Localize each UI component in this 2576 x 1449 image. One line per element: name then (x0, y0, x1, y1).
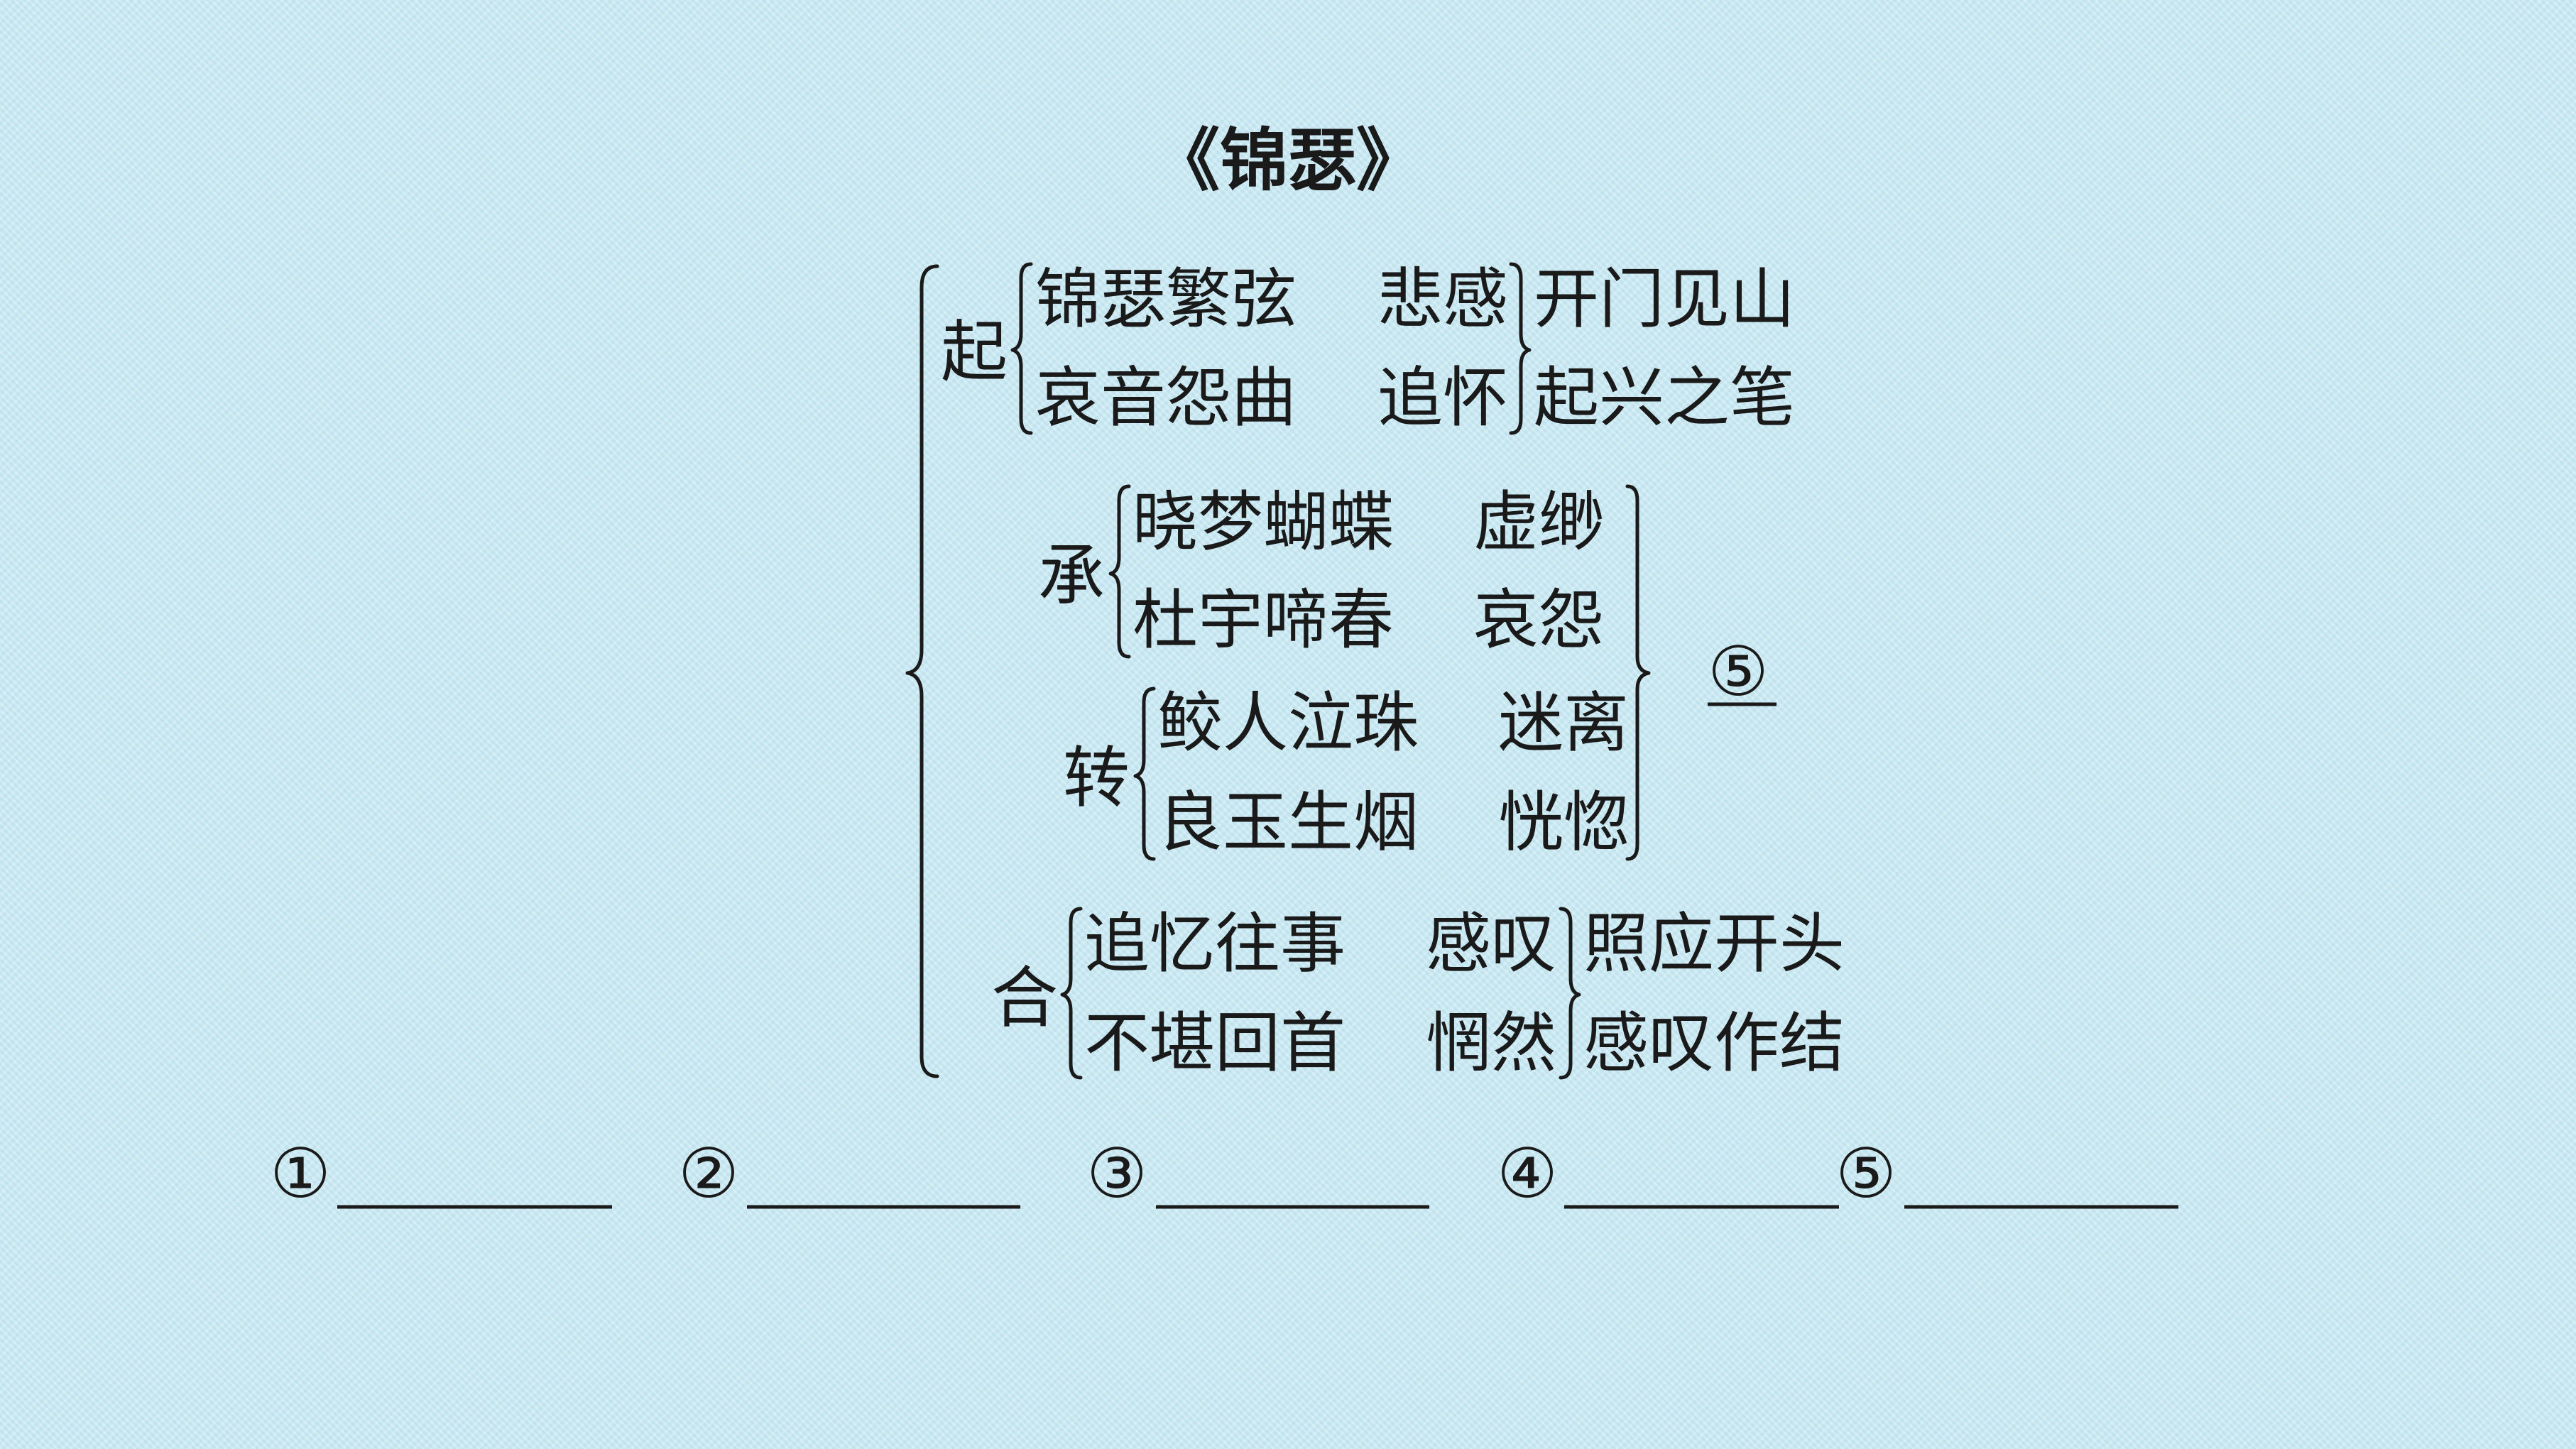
he-note-1: 照应开头 (1583, 906, 1845, 982)
cheng-left-brace (1108, 484, 1131, 659)
cheng-label: 承 (1038, 537, 1106, 615)
qi-phrase-1: 锦瑟繁弦 (1035, 261, 1297, 337)
he-emotion-2: 惘然 (1426, 1005, 1557, 1081)
zhuan-phrase-1: 鲛人泣珠 (1157, 685, 1419, 761)
outer-brace (905, 264, 939, 1078)
he-phrase-2: 不堪回首 (1084, 1005, 1346, 1081)
he-emotion-1: 感叹 (1426, 906, 1557, 982)
qi-right-brace (1509, 262, 1532, 435)
qi-emotion-1: 悲感 (1377, 261, 1509, 337)
page-title: 《锦瑟》 (1152, 121, 1424, 200)
qi-phrase-2: 哀音怨曲 (1035, 360, 1297, 436)
he-phrase-1: 追忆往事 (1084, 906, 1346, 982)
qi-left-brace (1010, 262, 1033, 435)
qi-note-1: 开门见山 (1534, 261, 1796, 337)
middle-marker: ⑤ (1708, 632, 1769, 711)
blank-marker-5: ⑤ (1835, 1134, 1897, 1213)
qi-emotion-2: 追怀 (1377, 360, 1509, 436)
blank-marker-2: ② (678, 1134, 740, 1213)
cheng-phrase-1: 晓梦蝴蝶 (1133, 484, 1395, 560)
qi-note-2: 起兴之笔 (1534, 360, 1796, 436)
he-left-brace (1060, 907, 1083, 1080)
he-label: 合 (991, 960, 1059, 1037)
blank-marker-3: ③ (1086, 1134, 1148, 1213)
zhuan-left-brace (1133, 687, 1156, 861)
blank-marker-4: ④ (1497, 1134, 1559, 1213)
cheng-phrase-2: 杜宇啼春 (1133, 582, 1395, 658)
zhuan-emotion-1: 迷离 (1498, 685, 1630, 761)
cheng-emotion-2: 哀怨 (1473, 582, 1605, 658)
zhuan-emotion-2: 恍惚 (1498, 784, 1630, 860)
qi-label: 起 (941, 314, 1008, 391)
cheng-emotion-1: 虚缈 (1473, 484, 1605, 560)
blank-marker-1: ① (270, 1134, 332, 1213)
he-note-2: 感叹作结 (1583, 1005, 1845, 1081)
zhuan-label: 转 (1063, 740, 1130, 817)
zhuan-phrase-2: 良玉生烟 (1157, 784, 1419, 860)
cheng-zhuan-right-brace (1625, 484, 1651, 861)
he-right-brace (1559, 907, 1581, 1080)
